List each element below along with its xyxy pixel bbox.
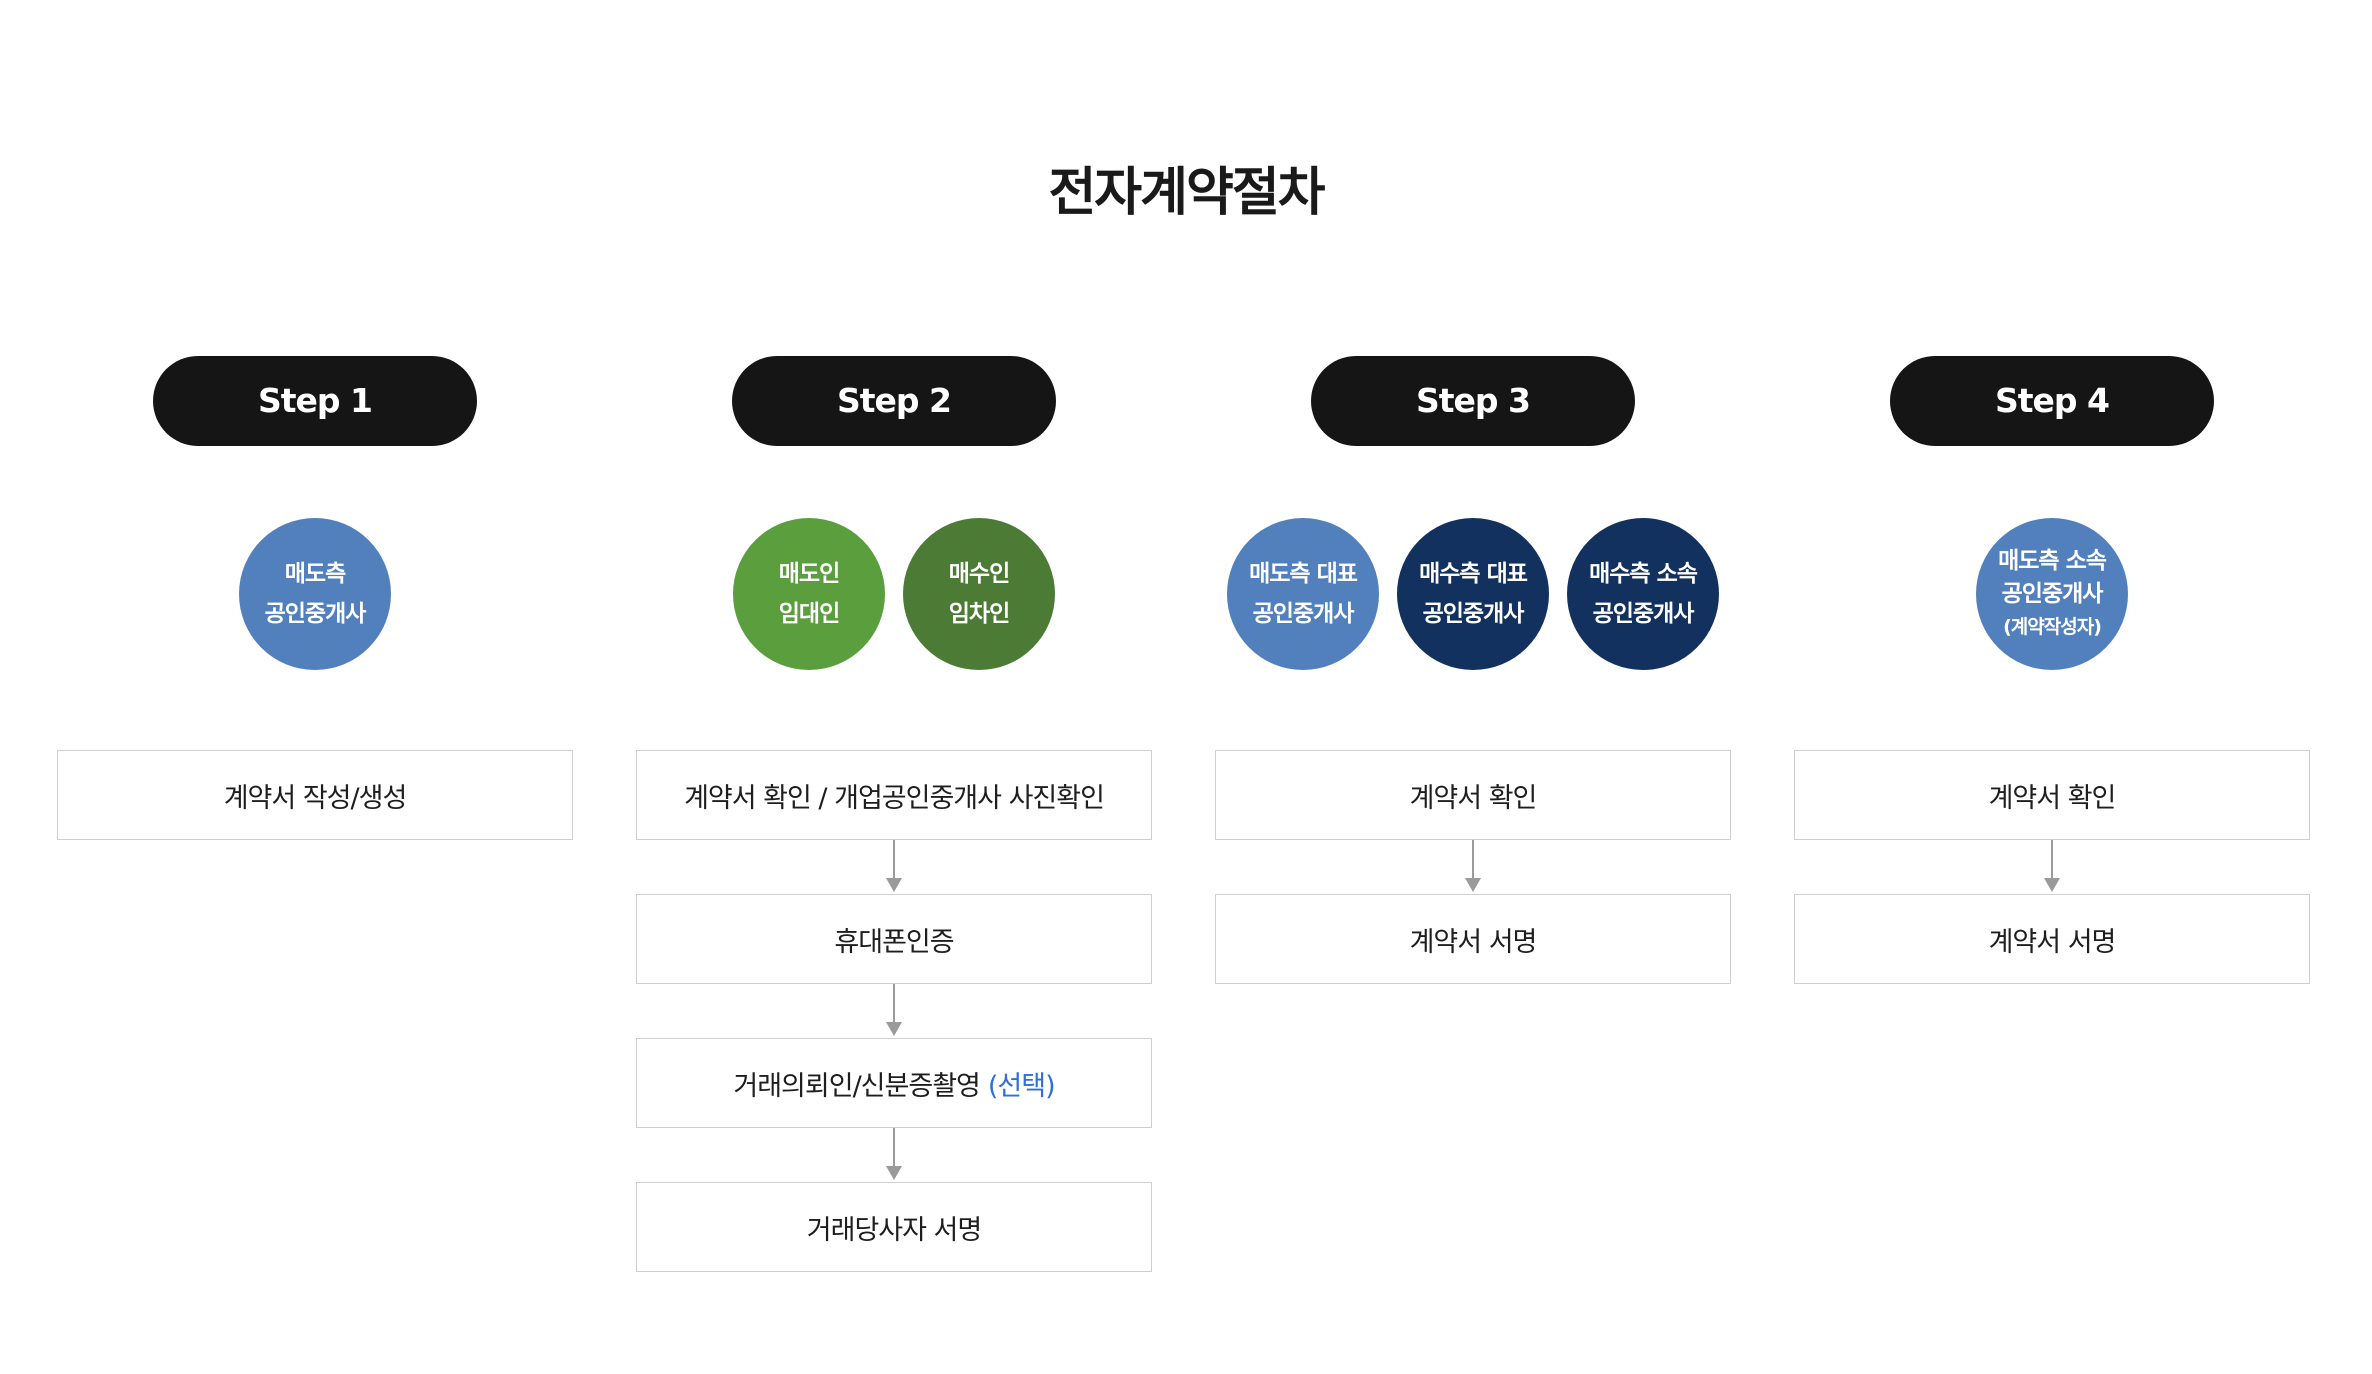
role-seller-circle: 매도인 임대인 [733, 518, 885, 670]
role-seller-rep-agent-circle: 매도측 대표 공인중개사 [1227, 518, 1379, 670]
down-arrow-icon [1465, 840, 1481, 894]
box-text: 휴대폰인증 [834, 926, 954, 958]
role-line: 임차인 [948, 601, 1010, 627]
step-1-box-1: 계약서 작성/생성 [57, 750, 573, 840]
optional-badge: (선택) [987, 1070, 1056, 1102]
step-2-box-4: 거래당사자 서명 [636, 1182, 1152, 1272]
role-seller-affiliated-agent-circle: 매도측 소속 공인중개사 (계약작성자) [1976, 518, 2128, 670]
box-text: 계약서 확인 [1409, 782, 1538, 814]
role-line: 공인중개사 [2001, 580, 2104, 607]
step-3-box-1: 계약서 확인 [1215, 750, 1731, 840]
box-text: 계약서 서명 [1988, 926, 2117, 958]
role-buyer-affiliated-agent-circle: 매수측 소속 공인중개사 [1567, 518, 1719, 670]
role-line: (계약작성자) [2003, 615, 2102, 638]
down-arrow-icon [886, 840, 902, 894]
step-2-label: Step 2 [732, 356, 1056, 446]
role-line: 공인중개사 [1422, 601, 1525, 627]
role-line: 공인중개사 [1592, 601, 1695, 627]
role-buyer-rep-agent-circle: 매수측 대표 공인중개사 [1397, 518, 1549, 670]
role-line: 임대인 [778, 601, 840, 627]
step-1-roles: 매도측 공인중개사 [57, 518, 573, 670]
step-4-column: Step 4 매도측 소속 공인중개사 (계약작성자) 계약서 확인 계약서 서… [1794, 356, 2310, 1276]
box-text: 거래당사자 서명 [806, 1214, 982, 1246]
down-arrow-icon [2044, 840, 2060, 894]
step-2-column: Step 2 매도인 임대인 매수인 임차인 계약서 확인 / 개업공인중개사 … [636, 356, 1152, 1276]
role-buyer-circle: 매수인 임차인 [903, 518, 1055, 670]
step-4-box-1: 계약서 확인 [1794, 750, 2310, 840]
step-2-box-1: 계약서 확인 / 개업공인중개사 사진확인 [636, 750, 1152, 840]
role-line: 매수측 대표 [1419, 561, 1528, 587]
step-3-column: Step 3 매도측 대표 공인중개사 매수측 대표 공인중개사 매수측 소속 … [1215, 356, 1731, 1276]
step-2-roles: 매도인 임대인 매수인 임차인 [636, 518, 1152, 670]
step-2-box-3: 거래의뢰인/신분증촬영 (선택) [636, 1038, 1152, 1128]
role-line: 매도인 [778, 561, 840, 587]
role-line: 공인중개사 [264, 601, 367, 627]
step-3-box-2: 계약서 서명 [1215, 894, 1731, 984]
role-line: 매도측 대표 [1249, 561, 1358, 587]
step-4-label: Step 4 [1890, 356, 2214, 446]
step-3-roles: 매도측 대표 공인중개사 매수측 대표 공인중개사 매수측 소속 공인중개사 [1215, 518, 1731, 670]
step-1-column: Step 1 매도측 공인중개사 계약서 작성/생성 [57, 356, 573, 1276]
down-arrow-icon [886, 984, 902, 1038]
page-title: 전자계약절차 [1048, 163, 1325, 223]
box-text: 계약서 작성/생성 [223, 782, 408, 814]
box-text: 거래의뢰인/신분증촬영 [733, 1070, 980, 1102]
role-line: 매수측 소속 [1589, 561, 1698, 587]
role-line: 매도측 [284, 561, 346, 587]
box-text: 계약서 확인 [1988, 782, 2117, 814]
box-text: 계약서 확인 / 개업공인중개사 사진확인 [684, 782, 1105, 814]
role-seller-agent-circle: 매도측 공인중개사 [239, 518, 391, 670]
step-2-box-2: 휴대폰인증 [636, 894, 1152, 984]
step-4-box-2: 계약서 서명 [1794, 894, 2310, 984]
step-3-label: Step 3 [1311, 356, 1635, 446]
down-arrow-icon [886, 1128, 902, 1182]
box-text: 계약서 서명 [1409, 926, 1538, 958]
role-line: 매도측 소속 [1998, 547, 2107, 574]
step-1-label: Step 1 [153, 356, 477, 446]
role-line: 매수인 [948, 561, 1010, 587]
step-4-roles: 매도측 소속 공인중개사 (계약작성자) [1794, 518, 2310, 670]
role-line: 공인중개사 [1252, 601, 1355, 627]
